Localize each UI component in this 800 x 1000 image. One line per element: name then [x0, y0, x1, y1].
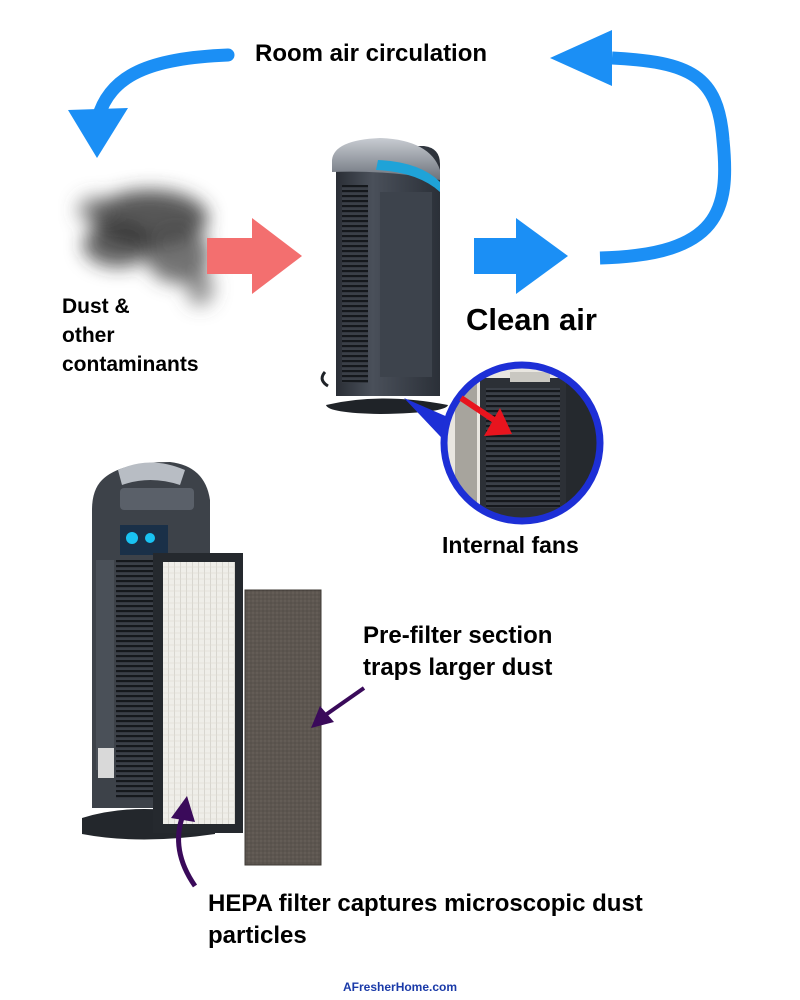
prefilter-icon [244, 589, 322, 866]
prefilter-label-line: traps larger dust [363, 654, 553, 681]
dust-label-line: contaminants [62, 353, 199, 376]
hepa-filter-label: HEPA filter captures microscopic dust pa… [208, 888, 728, 952]
dust-cloud-icon [77, 190, 214, 306]
fan-pointer-arrow [459, 395, 512, 436]
dust-label-line: Dust & [62, 295, 130, 318]
internal-fans-zoom [440, 361, 604, 525]
fan-grille-icon [486, 388, 560, 508]
brand-watermark: AFresherHome.com [343, 980, 458, 994]
circulation-arrow-right [550, 30, 732, 265]
intake-arrow [207, 218, 302, 294]
circulation-arrow-left [68, 48, 235, 158]
hepa-pointer-arrow [171, 796, 198, 888]
room-air-circulation-label: Room air circulation [255, 40, 488, 67]
dust-label-line: other [62, 324, 115, 347]
hepa-label-line: particles [208, 922, 307, 949]
internal-fans-label: Internal fans [442, 532, 579, 558]
dust-contaminants-label: Dust & other contaminants [62, 292, 262, 379]
clean-air-label: Clean air [466, 302, 597, 337]
prefilter-label: Pre-filter section traps larger dust [363, 620, 623, 684]
hepa-filter-icon [153, 553, 243, 833]
exhaust-arrow [474, 218, 568, 294]
hepa-label-line: HEPA filter captures microscopic dust [208, 890, 643, 917]
prefilter-pointer-arrow [311, 686, 366, 728]
prefilter-label-line: Pre-filter section [363, 622, 553, 649]
air-purifier-icon [320, 138, 448, 414]
